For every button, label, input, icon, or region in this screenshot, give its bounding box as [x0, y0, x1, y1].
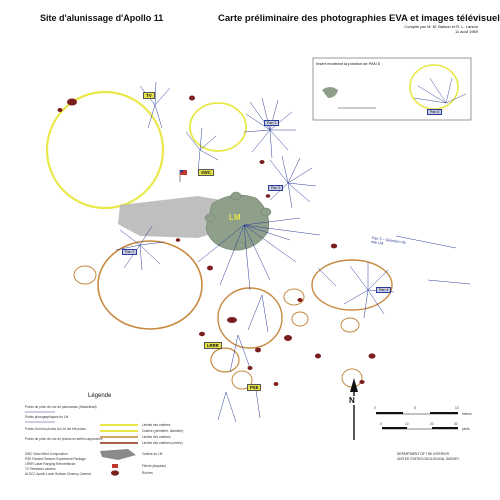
inset-box	[312, 57, 472, 121]
legend-right-item-1: Cratère du LM	[142, 452, 163, 456]
flag-icon	[179, 170, 187, 182]
legend-abbrev-3: LRRR Laser Ranging Retroreflector	[25, 462, 76, 466]
pan4-label: Pan 4	[376, 287, 392, 293]
inset-pan5-label: Pan 5	[427, 109, 443, 115]
scale-tick-ft-2: 20	[430, 422, 434, 426]
rocks	[57, 95, 376, 386]
crater-west-small	[73, 265, 97, 285]
map-title: Carte préliminaire des photographies EVA…	[218, 13, 500, 24]
legend-right-item-2: Flèche (drapeau)	[142, 464, 167, 468]
scale-bar-meters	[376, 412, 458, 415]
scale-bar-feet	[382, 427, 458, 430]
pan4-rays	[343, 262, 395, 319]
lm-label: LM	[229, 213, 241, 222]
scale-tick-ft-3: 30	[454, 422, 458, 426]
crater-north-center	[189, 102, 247, 152]
tv-label: TV	[143, 92, 155, 99]
legend-line-item-1: Limites des cratères	[142, 423, 171, 427]
legend-line-item-4: Limites des cratères (ombre)	[142, 441, 183, 445]
department-line-2: UNITED STATES GEOLOGICAL SURVEY	[397, 457, 460, 461]
legend-left-item-2: Points photographiques du LM	[25, 415, 69, 419]
inset-lm-icon	[322, 87, 338, 98]
legend-rock-swatch	[111, 470, 119, 476]
legend-abbrev-1: SWC Solar Wind Composition	[25, 452, 68, 456]
legend-line-item-3: Limites des cratères	[142, 435, 171, 439]
crater-southwest	[97, 240, 203, 330]
legend-abbrev-5: ALSCC Apollo Lunar Surface Closeup Camer…	[25, 472, 91, 476]
lm-area	[205, 194, 270, 251]
pan1-label: Pan 1	[264, 120, 280, 126]
legend-title: Légende	[88, 393, 112, 399]
crater-small-2	[291, 311, 309, 327]
north-arrow-icon	[350, 378, 358, 440]
swc-rays	[185, 127, 219, 173]
legend-line-item-2: Cratère (périmètre, diamètre)	[142, 429, 184, 433]
crater-small-1	[283, 288, 305, 306]
north-label: N	[349, 396, 355, 405]
pan2-label: Pan 2	[122, 249, 138, 255]
crater-far-south	[341, 368, 363, 388]
legend-flag-swatch	[112, 464, 118, 468]
lm-shadow	[118, 196, 232, 238]
pse-label: PSE	[247, 384, 262, 391]
photo-rays	[115, 81, 471, 423]
inset-rays	[413, 77, 467, 104]
south-rays	[217, 294, 269, 423]
site-title: Site d'alunissage d'Apollo 11	[40, 13, 164, 23]
east-rays	[317, 235, 471, 287]
scale-units-feet: pieds	[462, 427, 470, 431]
lrrr-label: LRRR	[204, 342, 222, 349]
map-date: 11 août 1969	[454, 29, 478, 34]
crater-pse	[231, 370, 253, 390]
legend-crater-swatch	[100, 449, 136, 460]
large-crater-northwest	[45, 90, 165, 210]
scale-tick-m-2: 10	[455, 406, 459, 410]
pan1-rays	[243, 97, 296, 159]
lm-rays	[197, 217, 321, 291]
crater-south-center	[217, 287, 283, 349]
crater-southeast	[311, 259, 393, 311]
pan3-rays	[269, 155, 317, 209]
legend-abbrev-4: TV Television camera	[25, 467, 56, 471]
swc-label: SWC	[198, 169, 214, 176]
scale-units: mètres	[462, 412, 472, 416]
scale-tick-ft-0: 0	[380, 422, 382, 426]
pan2-rays	[115, 225, 165, 271]
lm-foot-west	[204, 213, 216, 223]
lm-foot-south	[234, 241, 246, 251]
lm-foot-east	[260, 207, 272, 217]
pan3-label: Pan 3	[268, 185, 284, 191]
lm-foot-north	[230, 191, 242, 201]
legend-left-item-4: Points de prise de vue de photos en stér…	[25, 437, 103, 441]
crater-lrrr	[210, 347, 240, 373]
inset-title: Insert montrant la position de PAN 5	[316, 61, 380, 66]
scale-tick-m-1: 5	[414, 406, 416, 410]
crater-small-3	[340, 317, 360, 333]
department-line-1: DEPARTMENT OF THE INTERIOR	[397, 452, 449, 456]
scale-tick-ft-1: 10	[405, 422, 409, 426]
compiled-by: Compilé par M. M. Batson et R. L. Larson	[404, 24, 478, 29]
legend-abbrev-2: PSE Passive Seismic Experiment Package	[25, 457, 86, 461]
legend-left-item-3: Points d'où les photos du LM ont été pri…	[25, 427, 86, 431]
legend-right-item-3: Roches	[142, 471, 153, 475]
legend-left-item-1: Points de prise de vue de panoramas (Has…	[25, 405, 97, 409]
scale-tick-m-0: 0	[374, 406, 376, 410]
